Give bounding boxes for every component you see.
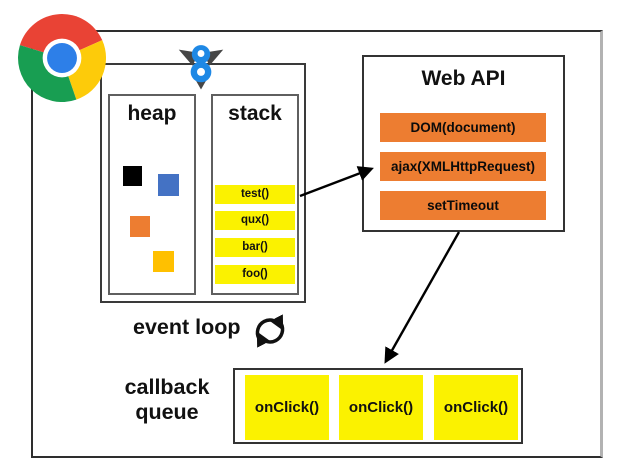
chrome-red-segment (19, 14, 103, 58)
stack-frame: bar() (215, 238, 295, 257)
event-loop-label: event loop (133, 315, 241, 339)
callback-queue-box: onClick() onClick() onClick() (233, 368, 523, 444)
chrome-blue-center (47, 43, 77, 73)
heap-object-amber (153, 251, 174, 272)
stack-frame: test() (215, 185, 295, 204)
v8-top-hole (197, 50, 205, 57)
callback-item: onClick() (339, 375, 423, 440)
web-api-item: ajax(XMLHttpRequest) (380, 152, 546, 181)
web-api-item: setTimeout (380, 191, 546, 220)
heap-title: heap (127, 102, 177, 125)
heap-object-black (123, 166, 142, 186)
cycle-arrows-icon (255, 314, 285, 348)
call-stack-box: stack test() qux() bar() foo() (211, 94, 299, 295)
callback-item: onClick() (245, 375, 329, 440)
callback-queue-label-line1: callback (124, 375, 210, 399)
web-api-item: DOM(document) (380, 113, 546, 142)
callback-item: onClick() (434, 375, 518, 440)
callback-queue-label-line2: queue (135, 400, 199, 424)
callback-queue-label: callback queue (114, 375, 220, 425)
chrome-icon (18, 14, 106, 102)
v8-bottom-hole (197, 67, 205, 76)
heap-box: heap (108, 94, 196, 295)
heap-object-blue (158, 174, 179, 196)
cycle-bottom-arc (256, 322, 285, 348)
v8-engine-box: heap stack test() qux() bar() foo() (100, 63, 306, 303)
stack-frame: foo() (215, 265, 295, 284)
web-api-box: Web API DOM(document) ajax(XMLHttpReques… (362, 55, 565, 232)
stack-frame: qux() (215, 211, 295, 230)
heap-object-orange (130, 216, 150, 237)
web-api-title: Web API (421, 67, 506, 90)
stack-title: stack (228, 102, 282, 125)
v8-icon (178, 45, 224, 90)
diagram-outer-frame (31, 30, 603, 458)
